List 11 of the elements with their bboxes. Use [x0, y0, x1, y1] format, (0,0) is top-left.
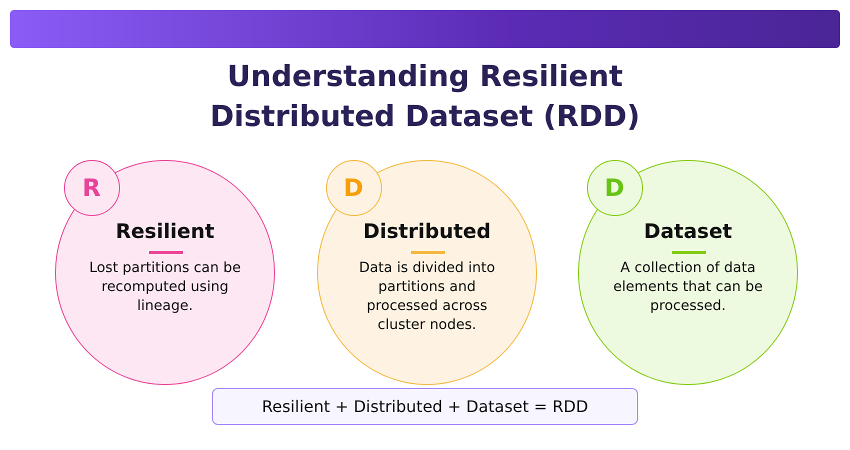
- badge-letter: D: [344, 174, 364, 202]
- diagram-title: Understanding Resilient Distributed Dataset (RDD): [208, 58, 642, 135]
- concept-heading: Dataset: [642, 219, 734, 243]
- concept-description: A collection of data elements that can be processed.: [612, 259, 764, 316]
- concept-heading: Resilient: [114, 219, 216, 243]
- formula-box: Resilient + Distributed + Dataset = RDD: [212, 388, 638, 425]
- concept-heading: Distributed: [362, 219, 492, 243]
- badge-letter: D: [604, 174, 624, 202]
- badge-letter: R: [82, 174, 101, 202]
- concept-description: Data is divided into partitions and processed across cluster nodes.: [358, 259, 496, 335]
- concept-description: Lost partitions can be recomputed using lineage.: [88, 259, 242, 316]
